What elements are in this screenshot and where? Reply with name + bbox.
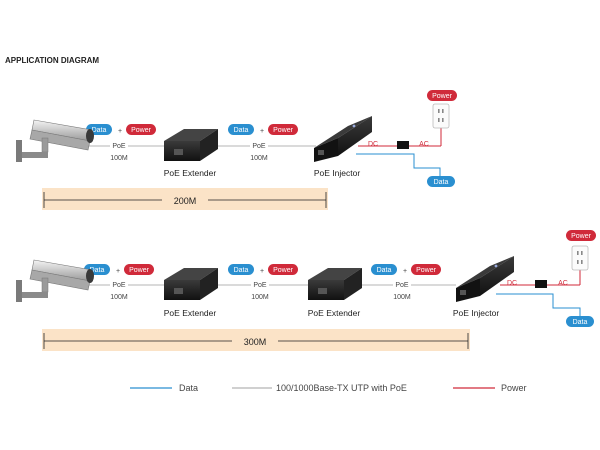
plus-sign: + (403, 268, 407, 275)
row-300m: Data + Power Data + Power Data + Power P… (15, 230, 596, 351)
data-pill-label: Data (234, 267, 249, 274)
data-pill (371, 264, 397, 275)
data-cable (496, 293, 581, 316)
wall-outlet-icon (571, 245, 589, 271)
legend-data-label: Data (179, 383, 198, 393)
data-pill-label: Data (434, 179, 449, 186)
data-pill-label: Data (377, 267, 392, 274)
legend-utp-label: 100/1000Base-TX UTP with PoE (276, 383, 407, 393)
speed-label: 100M (110, 294, 128, 301)
data-pill-label: Data (573, 319, 588, 326)
data-pill (566, 316, 594, 327)
ac-label: AC (419, 141, 429, 148)
row-200m: Data + Power Data + Power PoE 100M PoE 1… (15, 90, 457, 210)
poe-label: PoE (112, 282, 126, 289)
plus-sign: + (260, 128, 264, 135)
data-pill-label: Data (92, 127, 107, 134)
poe-extender-label: PoE Extender (164, 168, 217, 178)
data-cable (356, 153, 441, 176)
poe-label: PoE (253, 282, 267, 289)
power-pill (411, 264, 441, 275)
data-pill (427, 176, 455, 187)
poe-label: PoE (395, 282, 409, 289)
power-pill-label: Power (432, 93, 453, 100)
ac-label: AC (558, 280, 568, 287)
power-pill-label: Power (571, 233, 592, 240)
poe-extender-icon (308, 268, 362, 300)
poe-label: PoE (112, 143, 126, 150)
power-pill (566, 230, 596, 241)
poe-extender-label: PoE Extender (308, 308, 361, 318)
power-pill-label: Power (129, 267, 150, 274)
speed-label: 100M (251, 294, 269, 301)
camera-icon (15, 119, 95, 163)
data-pill (228, 124, 254, 135)
plus-sign: + (118, 128, 122, 135)
power-pill-label: Power (273, 127, 294, 134)
speed-label: 100M (250, 155, 268, 162)
wall-outlet-icon (432, 103, 450, 129)
poe-injector-icon (314, 116, 372, 162)
poe-extender-label: PoE Extender (164, 308, 217, 318)
poe-injector-label: PoE Injector (314, 168, 360, 178)
plus-sign: + (260, 268, 264, 275)
speed-label: 100M (393, 294, 411, 301)
data-pill-label: Data (234, 127, 249, 134)
power-pill-label: Power (131, 127, 152, 134)
legend: Data 100/1000Base-TX UTP with PoE Power (130, 383, 527, 393)
power-pill (268, 264, 298, 275)
power-adapter-icon (397, 141, 409, 149)
data-pill-label: Data (90, 267, 105, 274)
power-pill (126, 124, 156, 135)
camera-icon (15, 259, 95, 303)
power-adapter-icon (535, 280, 547, 288)
poe-label: PoE (252, 143, 266, 150)
distance-200m-label: 200M (174, 196, 197, 206)
poe-extender-icon (164, 129, 218, 161)
poe-injector-label: PoE Injector (453, 308, 499, 318)
power-pill-label: Power (416, 267, 437, 274)
power-pill-label: Power (273, 267, 294, 274)
speed-label: 100M (110, 155, 128, 162)
power-pill (268, 124, 298, 135)
power-pill (124, 264, 154, 275)
poe-injector-icon (456, 256, 514, 302)
plus-sign: + (116, 268, 120, 275)
legend-power-label: Power (501, 383, 527, 393)
power-pill (427, 90, 457, 101)
diagram-title: APPLICATION DIAGRAM (5, 56, 99, 65)
dc-label: DC (368, 141, 378, 148)
data-pill (228, 264, 254, 275)
poe-extender-icon (164, 268, 218, 300)
dc-label: DC (507, 280, 517, 287)
distance-300m-label: 300M (244, 337, 267, 347)
